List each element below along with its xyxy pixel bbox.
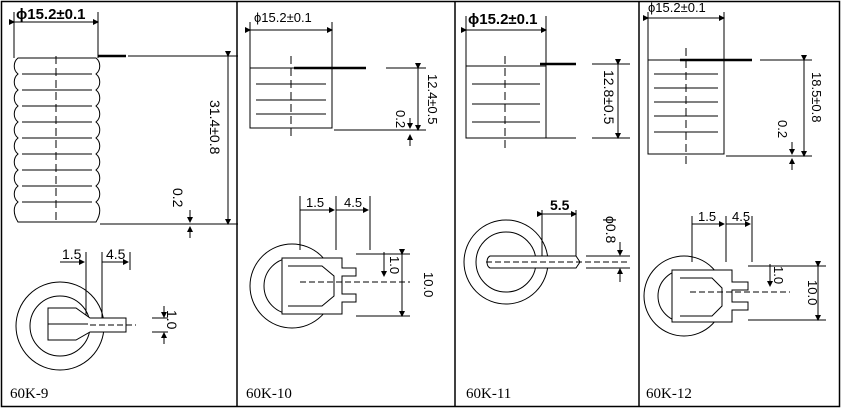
span-label: 10.0 — [421, 272, 436, 297]
lead-offset-label: 0.2 — [393, 110, 408, 128]
thickness-label: 1.0 — [164, 310, 180, 330]
height-label: 18.5±0.8 — [809, 72, 824, 123]
pitch-a-label: 1.5 — [62, 246, 82, 262]
panel-60k-10 — [245, 22, 426, 329]
panel-60k-11-labels: ϕ15.2±0.1 12.8±0.5 5.5 ϕ0.8 60K-11 — [466, 11, 619, 402]
pitch-b-label: 4.5 — [106, 246, 126, 262]
pitch-a-label: 1.5 — [698, 209, 716, 224]
pin-diameter-label: ϕ0.8 — [603, 216, 619, 244]
panel-60k-9-labels: ϕ15.2±0.1 31.4±0.8 0.2 1.5 4.5 1.0 60K-9 — [10, 6, 223, 402]
span-label: 10.0 — [805, 280, 820, 305]
pitch-b-label: 4.5 — [732, 209, 750, 224]
diameter-label: ϕ15.2±0.1 — [648, 0, 706, 15]
model-caption: 60K-12 — [646, 386, 692, 402]
height-label: 31.4±0.8 — [207, 100, 223, 155]
model-caption: 60K-9 — [10, 386, 48, 402]
height-label: 12.4±0.5 — [425, 74, 440, 125]
model-caption: 60K-10 — [246, 386, 292, 402]
pitch-a-label: 1.5 — [306, 195, 324, 210]
panel-60k-9 — [9, 12, 238, 371]
panel-60k-11 — [461, 16, 630, 305]
diameter-label: ϕ15.2±0.1 — [16, 6, 86, 23]
lead-offset-label: 0.2 — [775, 120, 790, 138]
pin-length-label: 5.5 — [550, 197, 570, 213]
pitch-b-label: 4.5 — [344, 195, 362, 210]
panel-60k-12 — [643, 12, 826, 337]
lead-offset-label: 0.2 — [170, 188, 186, 208]
thickness-label: 1.0 — [771, 266, 786, 284]
panel-60k-12-labels: ϕ15.2±0.1 18.5±0.8 0.2 1.5 4.5 1.0 10.0 … — [646, 0, 824, 402]
model-caption: 60K-11 — [466, 386, 511, 402]
panel-60k-10-labels: ϕ15.2±0.1 12.4±0.5 0.2 1.5 4.5 1.0 10.0 … — [246, 10, 440, 402]
diameter-label: ϕ15.2±0.1 — [254, 10, 312, 25]
thickness-label: 1.0 — [387, 256, 402, 274]
height-label: 12.8±0.5 — [601, 70, 617, 125]
diameter-label: ϕ15.2±0.1 — [468, 11, 538, 28]
